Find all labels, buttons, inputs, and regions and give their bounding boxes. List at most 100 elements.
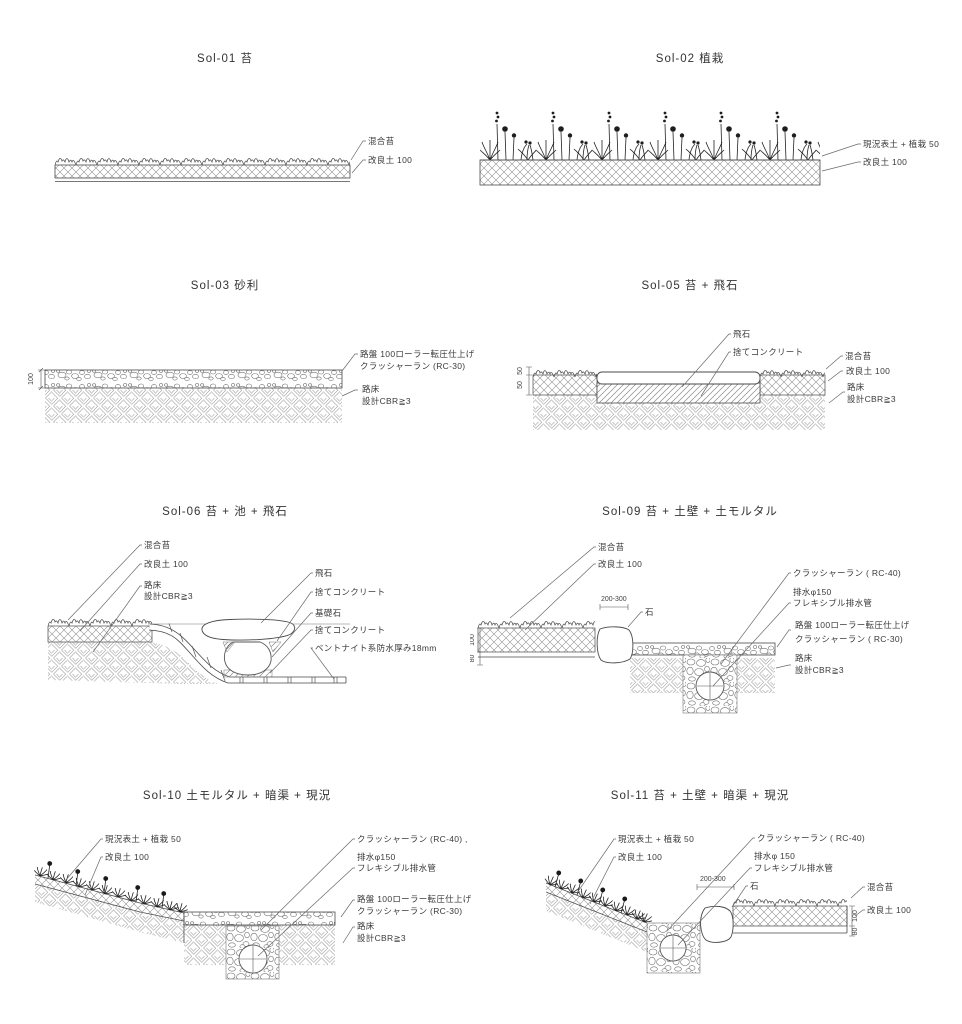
panel-title-sol-09: Sol-09 苔 + 土壁 + 土モルタル xyxy=(602,506,778,518)
gravel-base-layer xyxy=(183,911,336,926)
drain-pipe xyxy=(695,671,725,701)
label-lean-concrete: 捨てコンクリート xyxy=(733,347,804,357)
panel-sol-01: Sol-01 苔 混合苔 改良土 100 xyxy=(40,40,460,240)
improved-soil-layer xyxy=(477,627,596,658)
label-crusher-run-40: クラッシャーラン ( RC-40) xyxy=(793,568,902,578)
stone-width-dimension xyxy=(599,604,629,610)
moss-layer xyxy=(48,616,152,626)
edge-stone xyxy=(700,905,734,943)
panel-sol-03: Sol-03 砂利 100 路盤 100ローラー転圧仕上げ クラッシャーラン (… xyxy=(20,270,480,470)
label-base-line1: 路盤 100ローラー転圧仕上げ xyxy=(795,620,910,630)
label-crusher-run-40: クラッシャーラン ( RC-40) xyxy=(757,833,866,843)
moss-layer-right xyxy=(760,367,825,377)
moss-layer xyxy=(478,618,595,628)
panel-sol-10: Sol-10 土モルタル + 暗渠 + 現況 xyxy=(10,780,485,1024)
panel-title-sol-10: Sol-10 土モルタル + 暗渠 + 現況 xyxy=(142,790,332,802)
label-stone: 石 xyxy=(750,881,759,891)
leader-lines xyxy=(67,544,335,680)
label-subgrade: 路床 xyxy=(362,384,380,394)
label-improved-soil: 改良土 100 xyxy=(598,559,643,569)
label-cbr: 設計CBR≧3 xyxy=(144,591,193,601)
improved-soil-layer-right xyxy=(732,905,848,934)
drawing-sol-11: 100 80 xyxy=(543,837,865,974)
label-improved-soil: 改良土 100 xyxy=(144,559,189,569)
panel-sol-06: Sol-06 苔 + 池 + 飛石 xyxy=(20,490,460,760)
stepping-stone xyxy=(201,618,296,641)
bentonite-liner xyxy=(148,623,347,684)
improved-soil-layer xyxy=(479,159,821,186)
label-drain-pipe: 排水φ150 xyxy=(793,587,832,597)
label-improved-soil-right: 改良土 100 xyxy=(867,905,912,915)
label-mixed-moss: 混合苔 xyxy=(845,351,872,361)
dim-stone-width-text: 200-300 xyxy=(700,876,726,883)
label-bentonite: ベントナイト系防水厚み18mm xyxy=(315,643,437,653)
slope-subgrade-band xyxy=(546,892,647,952)
label-flexible-pipe: フレキシブル排水管 xyxy=(754,863,834,873)
label-topsoil-planting: 現況表土 + 植栽 50 xyxy=(863,139,940,149)
leader-lines xyxy=(509,546,791,687)
label-flexible-pipe: フレキシブル排水管 xyxy=(793,598,873,608)
gravel-base-layer xyxy=(626,642,776,656)
label-stepping-stone: 飛石 xyxy=(315,568,333,578)
label-cbr: 設計CBR≧3 xyxy=(362,396,411,406)
label-improved-soil: 改良土 100 xyxy=(863,157,908,167)
leader-lines xyxy=(350,140,366,174)
label-subgrade: 路床 xyxy=(357,921,375,931)
drawing-sol-03: 100 xyxy=(28,353,358,423)
lean-concrete-fillets xyxy=(222,641,282,653)
improved-soil-layer xyxy=(47,625,153,643)
label-base-line1: 路盤 100ローラー転圧仕上げ xyxy=(360,349,475,359)
panel-title-sol-03: Sol-03 砂利 xyxy=(190,280,260,292)
panel-sol-09: Sol-09 苔 + 土壁 + 土モルタル xyxy=(470,490,962,760)
label-crusher-run-40: クラッシャーラン (RC-40) , xyxy=(357,834,468,844)
label-lean-concrete-upper: 捨てコンクリート xyxy=(315,587,386,597)
dim-moss-text: 50 xyxy=(517,367,524,375)
improved-soil-layer xyxy=(54,164,351,182)
panel-title-sol-01: Sol-01 苔 xyxy=(197,53,253,65)
label-topsoil-planting: 現況表土 + 植栽 50 xyxy=(618,834,695,844)
lean-concrete-block xyxy=(596,382,761,404)
label-subgrade: 路床 xyxy=(847,382,865,392)
moss-layer xyxy=(55,155,350,165)
label-mixed-moss: 混合苔 xyxy=(144,540,171,550)
label-base-line2: クラッシャーラン (RC-30) xyxy=(357,906,463,916)
panel-title-sol-05: Sol-05 苔 + 飛石 xyxy=(641,280,739,292)
drawing-sol-09: 100 80 xyxy=(470,546,791,714)
label-cbr: 設計CBR≧3 xyxy=(357,933,406,943)
drain-pipe xyxy=(238,944,268,974)
drawing-sol-05: 50 50 xyxy=(517,333,845,430)
moss-layer-left xyxy=(533,367,597,377)
label-improved-soil: 改良土 100 xyxy=(846,366,891,376)
label-base-line2: クラッシャーラン ( RC-30) xyxy=(795,634,904,644)
label-subgrade: 路床 xyxy=(144,580,162,590)
drawing-sol-02 xyxy=(479,96,861,186)
drain-pipe xyxy=(659,934,687,962)
planting-band xyxy=(480,96,820,160)
leader-lines xyxy=(576,837,865,946)
leader-lines xyxy=(64,838,355,957)
label-topsoil-planting: 現況表土 + 植栽 50 xyxy=(105,834,182,844)
panel-title-sol-11: Sol-11 苔 + 土壁 + 暗渠 + 現況 xyxy=(610,790,790,802)
dim-stone-width-text: 200-300 xyxy=(601,596,627,603)
label-base-line2: クラッシャーラン (RC-30) xyxy=(360,361,466,371)
edge-stone xyxy=(596,626,634,664)
drawing-sol-10 xyxy=(32,838,355,980)
subgrade-layer xyxy=(48,642,218,684)
layer-dimensions xyxy=(477,627,483,666)
dim-soil-text: 100 xyxy=(470,634,476,646)
label-improved-soil: 改良土 100 xyxy=(105,852,150,862)
drawing-sol-06 xyxy=(47,544,350,684)
drawing-sol-01 xyxy=(54,140,366,182)
label-improved-soil-left: 改良土 100 xyxy=(618,852,663,862)
label-base-line1: 路盤 100ローラー転圧仕上げ xyxy=(357,894,472,904)
label-flexible-pipe: フレキシブル排水管 xyxy=(357,863,437,873)
label-mixed-moss: 混合苔 xyxy=(368,136,395,146)
label-subgrade: 路床 xyxy=(795,653,813,663)
label-stepping-stone: 飛石 xyxy=(733,329,751,339)
dim-mortar-text: 80 xyxy=(470,655,476,663)
leader-lines xyxy=(341,353,358,397)
panel-sol-02: Sol-02 植栽 現況表土 + 植栽 50 改良土 100 xyxy=(460,40,960,240)
thickness-dimension xyxy=(38,367,46,391)
foundation-stone xyxy=(223,641,272,676)
